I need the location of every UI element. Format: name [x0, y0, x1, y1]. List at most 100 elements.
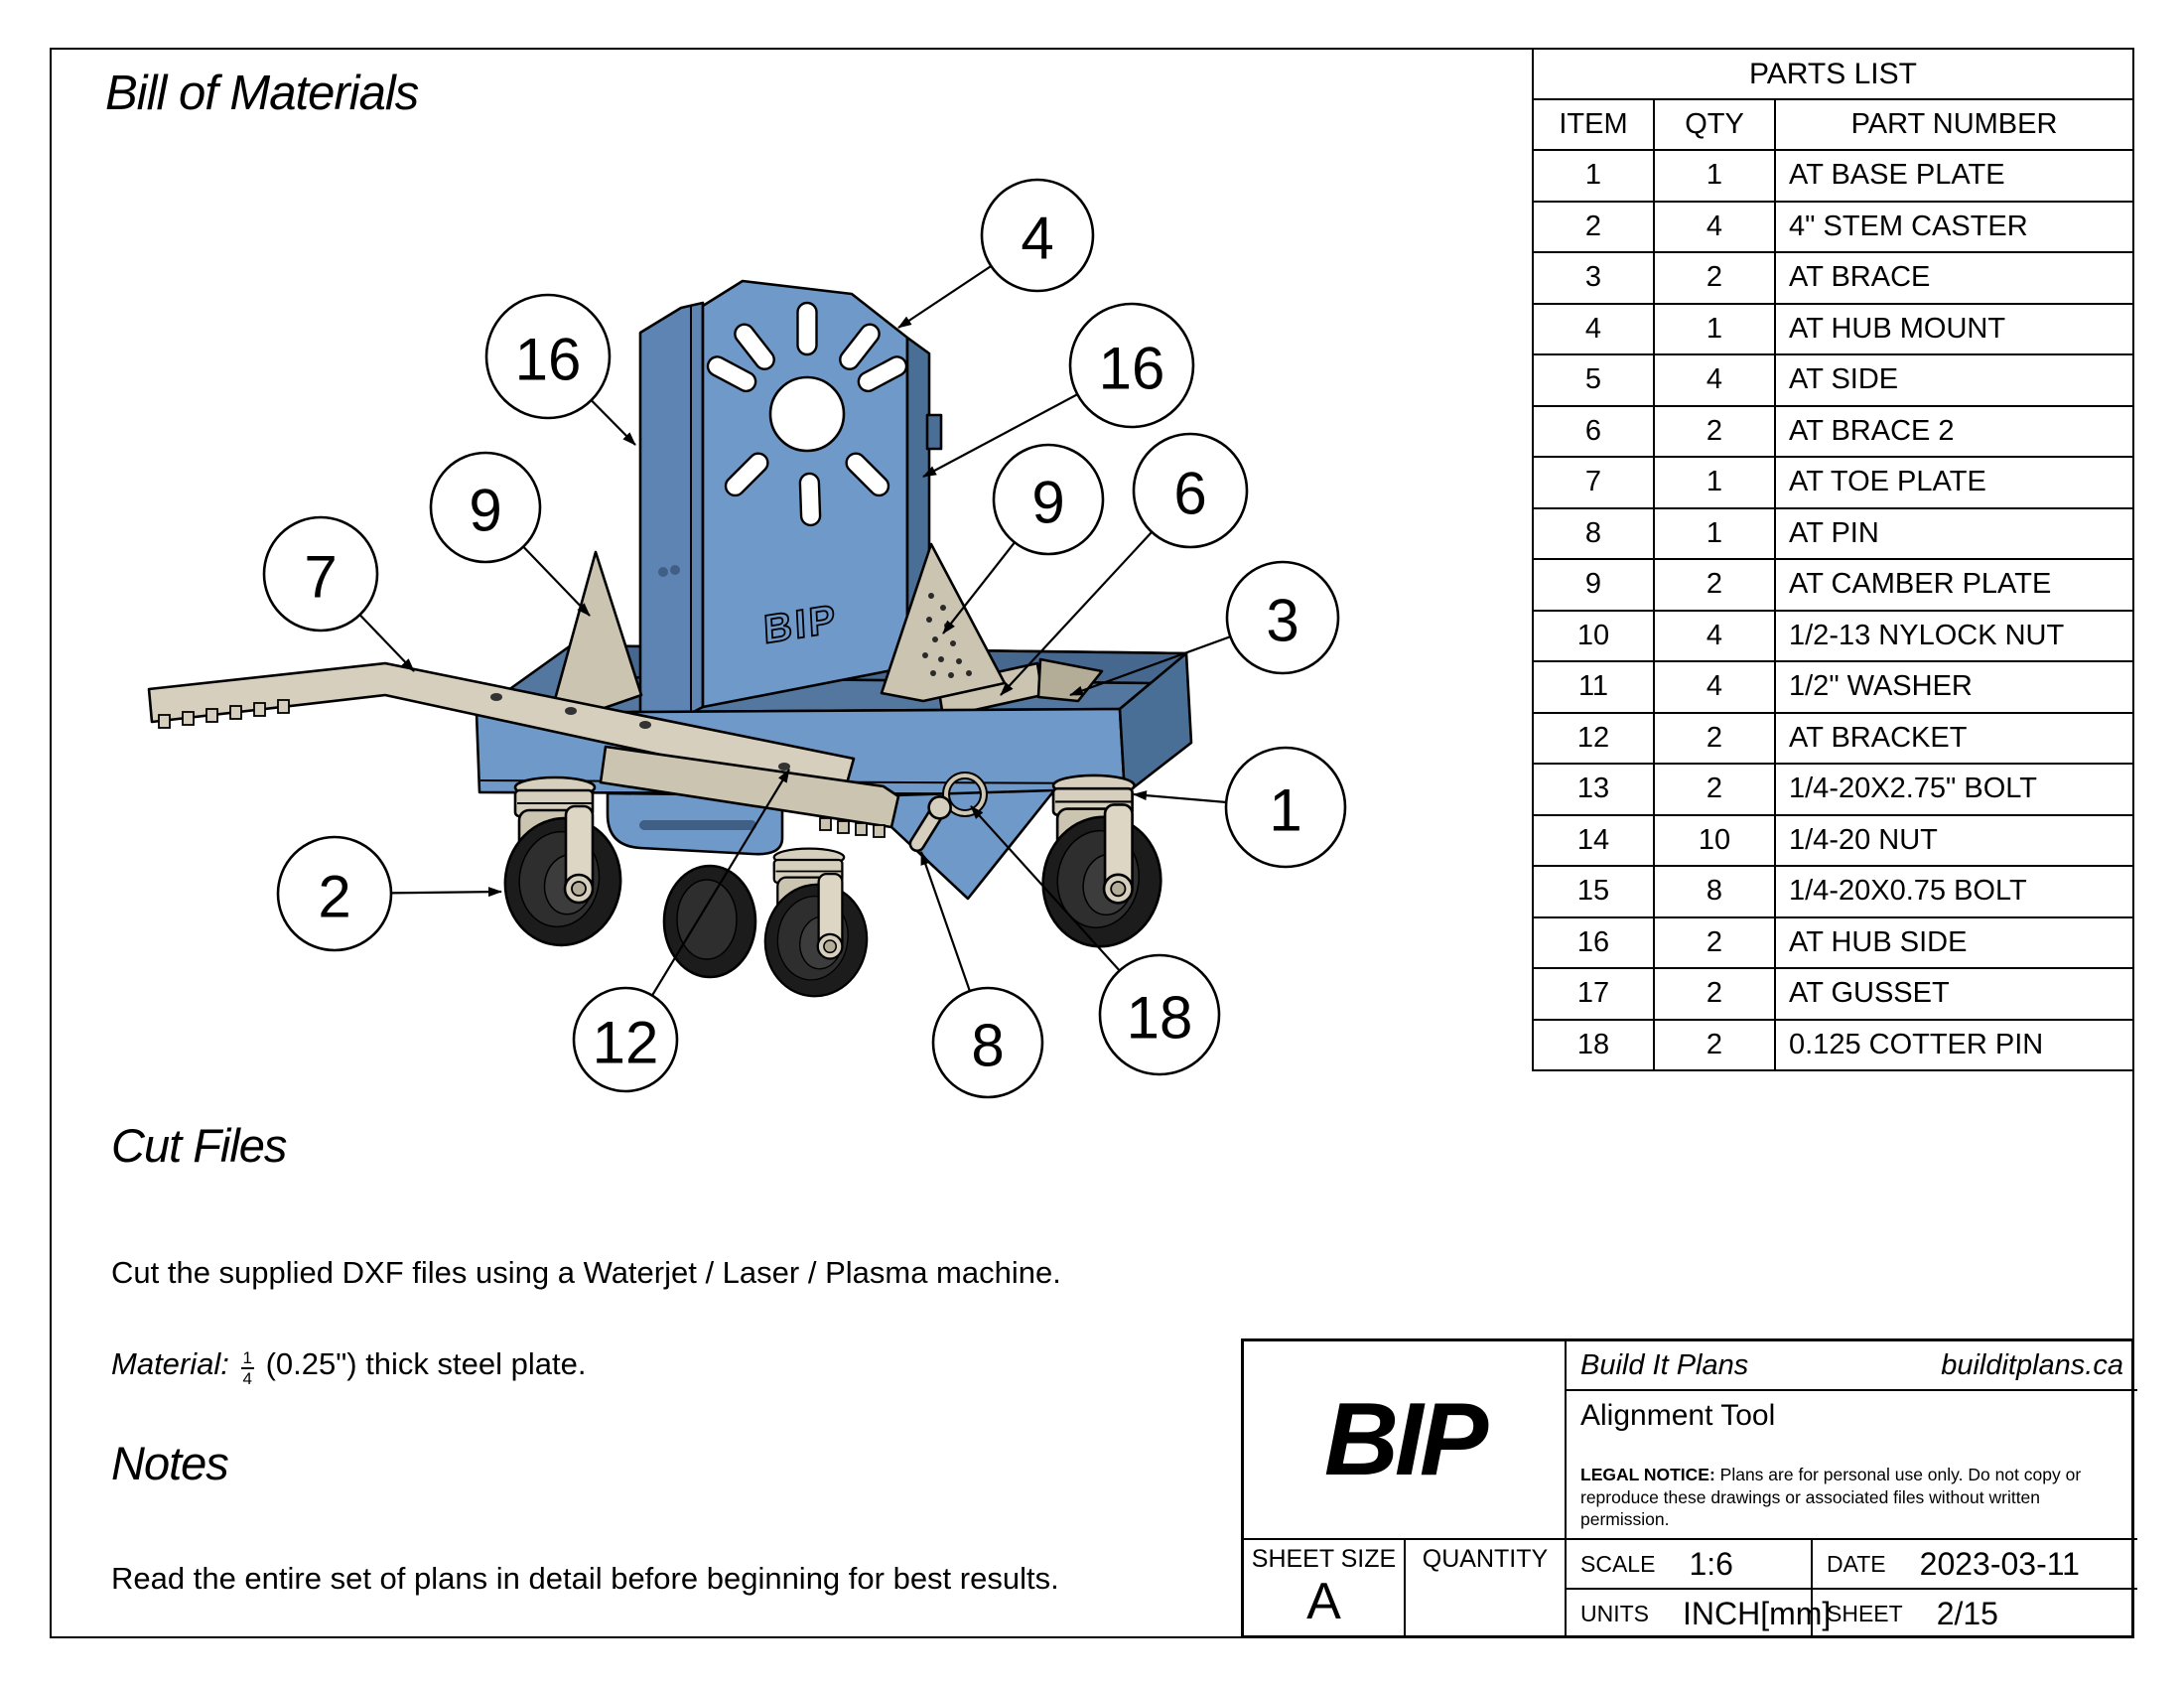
balloon: [1224, 746, 1347, 869]
sheet-size-value: A: [1306, 1573, 1341, 1630]
date-value: 2023-03-11: [1919, 1545, 2080, 1582]
bip-logo: BIP: [1323, 1381, 1488, 1497]
parts-cell: 17: [1534, 969, 1655, 1019]
balloon: [1225, 560, 1340, 675]
cut-files-heading: Cut Files: [111, 1119, 287, 1172]
balloon-number: 4: [1021, 206, 1053, 272]
parts-cell: AT BRACE: [1789, 261, 1931, 293]
balloon: [429, 451, 542, 564]
units-label: UNITS: [1580, 1601, 1649, 1626]
parts-cell: 12: [1534, 713, 1655, 763]
parts-cell: 4: [1534, 304, 1655, 353]
parts-cell: 11: [1534, 662, 1655, 712]
balloon-number: 16: [1099, 336, 1165, 402]
parts-cell: 2: [1655, 969, 1776, 1019]
parts-cell: AT CAMBER PLATE: [1789, 568, 2052, 600]
notes-text: Read the entire set of plans in detail b…: [111, 1561, 1059, 1596]
drawing-title: Alignment Tool: [1580, 1399, 1776, 1432]
parts-cell: 2: [1655, 1020, 1776, 1069]
quantity-label: QUANTITY: [1422, 1545, 1549, 1573]
parts-cell: 2: [1655, 917, 1776, 967]
parts-cell: 15: [1534, 867, 1655, 916]
balloon-number: 9: [1031, 470, 1064, 536]
logo-cell: BIP: [1244, 1341, 1567, 1540]
col-header-item: ITEM: [1534, 100, 1655, 149]
sheet-number-label: SHEET: [1827, 1601, 1903, 1626]
balloon: [931, 986, 1044, 1099]
parts-cell: 9: [1534, 560, 1655, 610]
parts-cell: 2: [1655, 560, 1776, 610]
pin-and-cotter: [908, 772, 988, 853]
legal-notice-label: LEGAL NOTICE:: [1580, 1464, 1715, 1484]
sheet-number-value: 2/15: [1936, 1596, 1998, 1631]
balloon-number: 12: [593, 1010, 659, 1076]
parts-cell: 8: [1655, 867, 1776, 916]
caster-rear-wheel: [662, 864, 757, 979]
parts-cell: 1: [1655, 458, 1776, 507]
parts-cell: AT HUB SIDE: [1789, 925, 1968, 958]
material-label: Material:: [111, 1346, 229, 1381]
balloon-number: 18: [1127, 985, 1193, 1052]
col-header-qty: QTY: [1655, 100, 1776, 149]
parts-cell: 4" STEM CASTER: [1789, 210, 2028, 242]
parts-cell: 8: [1534, 508, 1655, 558]
parts-cell: 16: [1534, 917, 1655, 967]
parts-cell: AT PIN: [1789, 516, 1879, 549]
clamp-bar: [599, 745, 900, 838]
balloon-number: 6: [1173, 461, 1206, 527]
parts-cell: 1/4-20X0.75 BOLT: [1789, 875, 2027, 907]
date-label: DATE: [1827, 1550, 1886, 1577]
balloon-number: 3: [1266, 588, 1298, 654]
page-title: Bill of Materials: [105, 67, 419, 120]
parts-cell: 6: [1534, 406, 1655, 456]
parts-cell: 1/2" WASHER: [1789, 670, 1973, 702]
parts-cell: 2: [1655, 406, 1776, 456]
units-value: INCH[mm]: [1683, 1596, 1832, 1631]
material-rest: (0.25") thick steel plate.: [265, 1346, 587, 1381]
parts-cell: 0.125 COTTER PIN: [1789, 1028, 2044, 1060]
balloon-number: 9: [469, 478, 501, 544]
parts-cell: 1: [1534, 151, 1655, 201]
col-header-part-number: PART NUMBER: [1850, 108, 2058, 140]
parts-cell: AT TOE PLATE: [1789, 466, 1986, 497]
balloon: [276, 835, 393, 952]
parts-cell: 1: [1655, 304, 1776, 353]
parts-cell: 1: [1655, 508, 1776, 558]
balloon: [484, 293, 612, 420]
parts-cell: 1/2-13 NYLOCK NUT: [1789, 619, 2065, 651]
parts-cell: 2: [1655, 713, 1776, 763]
scale-label: SCALE: [1580, 1550, 1656, 1577]
parts-cell: 13: [1534, 765, 1655, 814]
camber-plate-left: [552, 550, 643, 713]
legal-notice: LEGAL NOTICE: Plans are for personal use…: [1580, 1464, 2127, 1531]
balloon-number: 16: [515, 327, 582, 393]
balloon: [1098, 953, 1221, 1076]
parts-cell: 4: [1655, 355, 1776, 405]
hub-hole: [768, 375, 846, 453]
company-cell: Build It Plans builditplans.ca: [1567, 1341, 2137, 1391]
parts-cell: 4: [1655, 202, 1776, 251]
cut-files-text: Cut the supplied DXF files using a Water…: [111, 1255, 1061, 1290]
quantity-cell: QUANTITY: [1406, 1540, 1567, 1638]
balloon-number: 8: [971, 1013, 1004, 1079]
balloon: [980, 178, 1095, 293]
balloon-number: 7: [304, 544, 337, 611]
parts-cell: 1: [1655, 151, 1776, 201]
